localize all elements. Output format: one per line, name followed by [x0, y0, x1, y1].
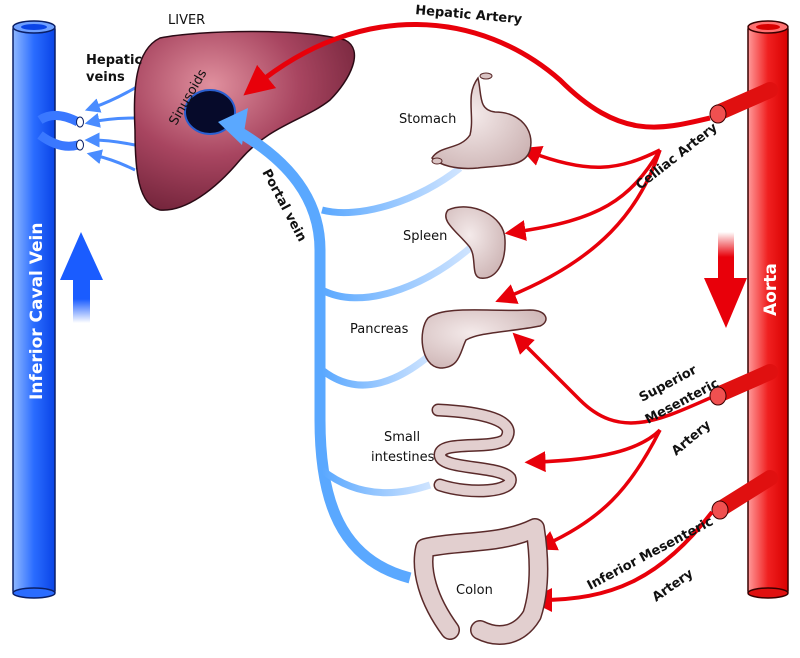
aorta	[747, 20, 789, 599]
ima-label-2: Artery	[650, 566, 697, 605]
downward-flow-arrow	[704, 232, 747, 328]
ima-label-1: Inferior Mesenteric	[585, 514, 716, 593]
hepatic-veins-label-2: veins	[86, 70, 125, 85]
stomach-label: Stomach	[399, 112, 456, 127]
inferior-caval-vein	[12, 20, 56, 599]
small-intestines-label-2: intestines	[371, 450, 435, 465]
hepatic-veins-label-1: Hepatic	[86, 53, 142, 68]
small-intestines	[431, 403, 517, 498]
artery-stubs	[709, 82, 778, 520]
arteries	[243, 22, 714, 612]
liver-label: LIVER	[168, 13, 205, 28]
upward-flow-arrow	[60, 232, 103, 323]
hepatic-vein-arrows	[84, 83, 141, 172]
colon-label: Colon	[456, 583, 493, 598]
hepatic-vein-stubs	[37, 111, 84, 151]
small-intestines-label-1: Small	[384, 430, 420, 445]
stomach	[431, 72, 532, 170]
colon	[413, 518, 549, 645]
pancreas-label: Pancreas	[350, 322, 409, 337]
sma-label-3: Artery	[669, 417, 715, 459]
portal-vein	[218, 108, 473, 584]
aorta-label: Aorta	[761, 263, 781, 316]
spleen	[445, 206, 506, 279]
pancreas	[421, 309, 547, 369]
spleen-label: Spleen	[403, 229, 447, 244]
ivc-label: Inferior Caval Vein	[27, 223, 47, 400]
